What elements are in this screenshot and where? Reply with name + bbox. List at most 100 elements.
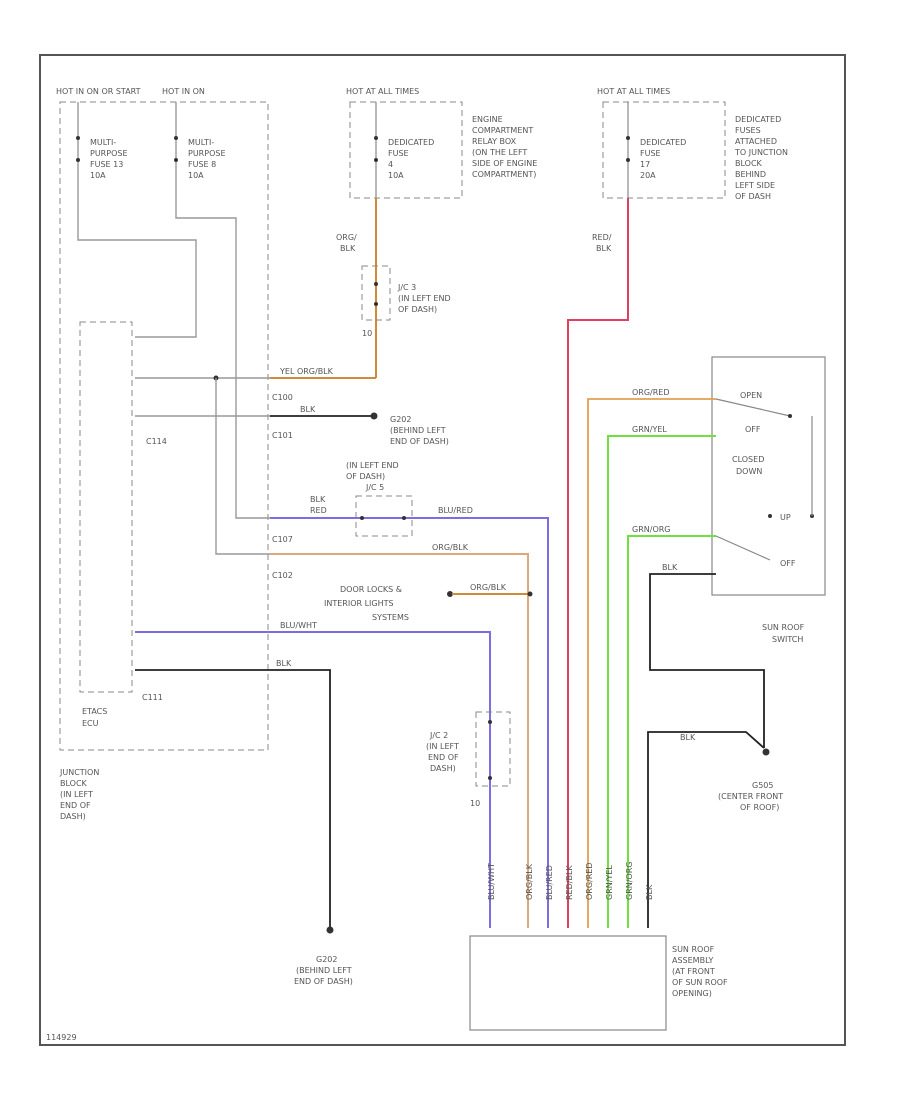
wire-mpf13-etacs <box>77 170 197 338</box>
wire-mpf8-c101 <box>175 170 270 519</box>
svg-text:FUSE: FUSE <box>388 149 409 158</box>
svg-text:DASH): DASH) <box>60 812 86 821</box>
svg-text:J/C 5: J/C 5 <box>365 483 384 492</box>
svg-text:GRN/YEL: GRN/YEL <box>605 865 614 900</box>
wire-grn-org <box>627 535 716 928</box>
jc3-label: J/C 3 (IN LEFT END OF DASH) <box>397 283 451 314</box>
svg-text:END OF DASH): END OF DASH) <box>294 977 353 986</box>
ground-g202-symbol <box>370 412 378 420</box>
svg-text:BLK: BLK <box>596 244 612 253</box>
svg-text:BLU/WHT: BLU/WHT <box>487 863 496 900</box>
jc5-label: (IN LEFT END OF DASH) J/C 5 <box>346 461 399 492</box>
svg-text:10A: 10A <box>388 171 404 180</box>
diagram-id: 114929 <box>46 1033 77 1042</box>
svg-text:OPENING): OPENING) <box>672 989 712 998</box>
label-hot-in-start: HOT IN ON OR START <box>56 87 141 96</box>
svg-text:10A: 10A <box>90 171 106 180</box>
svg-text:END OF: END OF <box>60 801 91 810</box>
etacs-label: ETACS <box>82 707 107 716</box>
svg-text:(AT FRONT: (AT FRONT <box>672 967 715 976</box>
svg-text:17: 17 <box>640 160 650 169</box>
switch-off-top: OFF <box>745 425 761 434</box>
ecrb-note: ENGINE COMPARTMENT RELAY BOX (ON THE LEF… <box>472 115 537 179</box>
ground-g202b-label: G202 (BEHIND LEFT END OF DASH) <box>294 955 353 986</box>
jc2-label: J/C 2 (IN LEFT END OF DASH) <box>426 731 459 773</box>
ground-g202b-symbol <box>326 926 334 934</box>
switch-open: OPEN <box>740 391 762 400</box>
svg-text:FUSE 8: FUSE 8 <box>188 160 216 169</box>
grn-yel-label: GRN/YEL <box>632 425 667 434</box>
svg-text:RELAY BOX: RELAY BOX <box>472 137 517 146</box>
svg-text:G202: G202 <box>390 415 411 424</box>
svg-text:SUN ROOF: SUN ROOF <box>672 945 715 954</box>
svg-text:BLU/RED: BLU/RED <box>545 865 554 900</box>
svg-text:ORG/BLK: ORG/BLK <box>525 863 534 900</box>
svg-text:J/C 3: J/C 3 <box>397 283 416 292</box>
c101-tag: C101 <box>272 431 293 440</box>
jc5-outline <box>355 495 413 537</box>
svg-text:BLK: BLK <box>340 244 356 253</box>
sunroof-assembly-box <box>469 935 667 1031</box>
label-hot-times-b: HOT AT ALL TIMES <box>597 87 670 96</box>
wire-blk-g505 <box>647 731 765 928</box>
svg-text:DEDICATED: DEDICATED <box>735 115 781 124</box>
svg-text:DEDICATED: DEDICATED <box>640 138 686 147</box>
wire-org-red <box>587 398 716 928</box>
ground-g505-symbol <box>762 748 770 756</box>
svg-text:DEDICATED: DEDICATED <box>388 138 434 147</box>
svg-text:BLK: BLK <box>645 884 654 900</box>
fuse-dedicated-17: DEDICATED FUSE 17 20A <box>626 102 686 198</box>
svg-text:(BEHIND LEFT: (BEHIND LEFT <box>390 426 446 435</box>
c107-tag: C107 <box>272 535 293 544</box>
org-blk-c107-label: ORG/BLK <box>432 543 469 552</box>
svg-text:(IN LEFT END: (IN LEFT END <box>346 461 399 470</box>
svg-text:(IN LEFT: (IN LEFT <box>426 742 459 751</box>
label-hot-in-on: HOT IN ON <box>162 87 205 96</box>
etacs-ecu-outline <box>79 321 133 693</box>
svg-text:J/C 2: J/C 2 <box>429 731 448 740</box>
org-red-label: ORG/RED <box>632 388 670 397</box>
svg-text:GRN/ORG: GRN/ORG <box>625 862 634 901</box>
svg-text:OF DASH: OF DASH <box>735 192 771 201</box>
svg-text:OF ROOF): OF ROOF) <box>740 803 779 812</box>
svg-text:(ON THE LEFT: (ON THE LEFT <box>472 148 527 157</box>
c102-tag: C102 <box>272 571 293 580</box>
diagram-frame <box>39 54 846 1046</box>
ground-g202-label: G202 (BEHIND LEFT END OF DASH) <box>390 415 449 446</box>
svg-text:RED/BLK: RED/BLK <box>565 865 574 900</box>
switch-contact-top <box>715 398 791 417</box>
svg-text:BLOCK: BLOCK <box>60 779 88 788</box>
junction-block-label: JUNCTION BLOCK (IN LEFT END OF DASH) <box>59 768 99 821</box>
assembly-label: SUN ROOF ASSEMBLY (AT FRONT OF SUN ROOF … <box>672 945 728 998</box>
c100-tag: C100 <box>272 393 293 402</box>
c114-tag: C114 <box>146 437 167 446</box>
wire-blu-red <box>270 517 549 928</box>
fuse-dedicated-4: DEDICATED FUSE 4 10A <box>374 102 434 198</box>
wire-blu-wht <box>135 631 491 928</box>
svg-text:LEFT SIDE: LEFT SIDE <box>735 181 775 190</box>
svg-text:4: 4 <box>388 160 393 169</box>
svg-text:PURPOSE: PURPOSE <box>90 149 128 158</box>
label-hot-times-a: HOT AT ALL TIMES <box>346 87 419 96</box>
fuse-mpf13: MULTI- PURPOSE FUSE 13 10A <box>76 102 128 180</box>
switch-up: UP <box>780 513 791 522</box>
svg-text:(IN LEFT: (IN LEFT <box>60 790 93 799</box>
grn-org-label: GRN/ORG <box>632 525 671 534</box>
svg-text:ASSEMBLY: ASSEMBLY <box>672 956 713 965</box>
svg-text:ECU: ECU <box>82 719 99 728</box>
svg-text:COMPARTMENT): COMPARTMENT) <box>472 170 536 179</box>
svg-text:INTERIOR LIGHTS: INTERIOR LIGHTS <box>324 599 394 608</box>
svg-text:DASH): DASH) <box>430 764 456 773</box>
svg-text:JUNCTION: JUNCTION <box>59 768 99 777</box>
svg-text:SYSTEMS: SYSTEMS <box>372 613 409 622</box>
blk-bottom-label: BLK <box>276 659 292 668</box>
wire-blk-bottom <box>135 669 331 928</box>
svg-text:FUSE 13: FUSE 13 <box>90 160 123 169</box>
sunroof-switch-box <box>711 356 826 596</box>
door-locks-connector <box>447 591 453 597</box>
svg-text:FUSE: FUSE <box>640 149 661 158</box>
red-blk-label: RED/ <box>592 233 612 242</box>
red-left-label: RED <box>310 506 327 515</box>
yel-org-blk-label: YEL ORG/BLK <box>279 367 334 376</box>
fuse4-box <box>349 101 463 199</box>
